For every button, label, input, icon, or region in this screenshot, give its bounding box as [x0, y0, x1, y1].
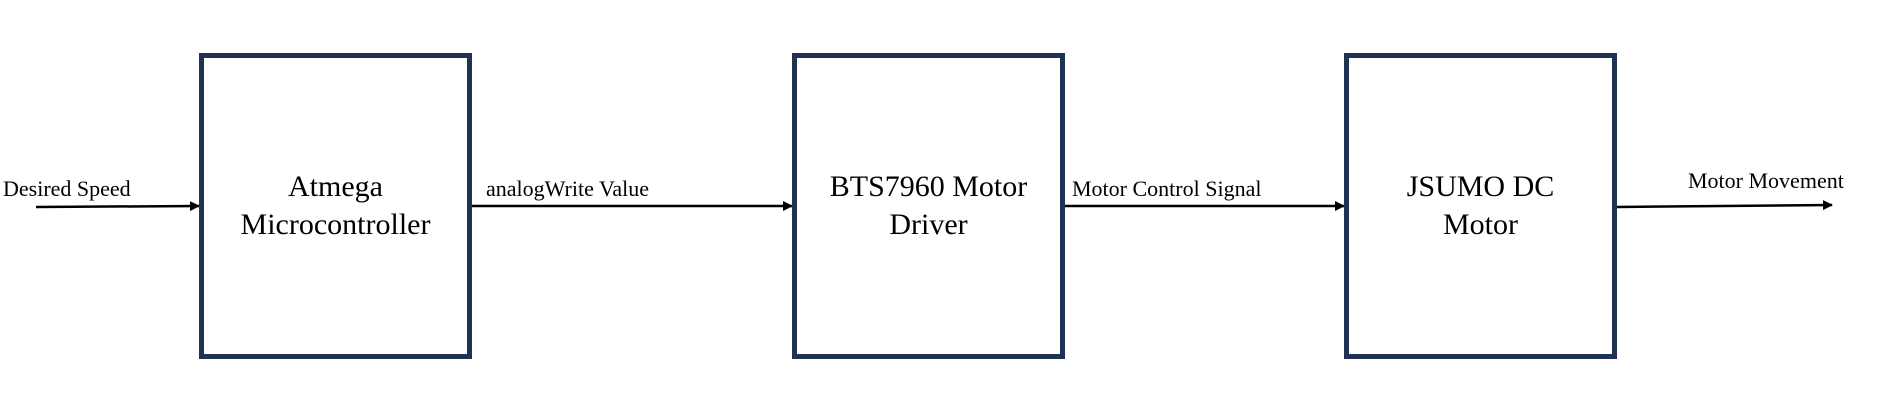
input-arrow: [35, 201, 200, 212]
block-label: Atmega Microcontroller: [204, 168, 467, 244]
bts7960-motor-driver-block: BTS7960 Motor Driver: [792, 53, 1065, 359]
motor-movement-label: Motor Movement: [1688, 168, 1844, 193]
desired-speed-label: Desired Speed: [3, 176, 131, 201]
block-label-line: Motor: [1443, 208, 1518, 241]
block-label-line: JSUMO DC: [1406, 170, 1555, 203]
block-label-line: Microcontroller: [240, 208, 431, 241]
jsumo-dc-motor-block: JSUMO DC Motor: [1344, 53, 1617, 359]
block-label-line: Driver: [889, 208, 968, 241]
analogwrite-value-label: analogWrite Value: [486, 176, 650, 201]
block-label: JSUMO DC Motor: [1349, 168, 1612, 244]
motor-control-signal-label: Motor Control Signal: [1072, 176, 1262, 201]
output-arrow: [1616, 200, 1833, 211]
block-label-line: BTS7960 Motor: [829, 170, 1028, 203]
block-label: BTS7960 Motor Driver: [797, 168, 1060, 244]
atmega-microcontroller-block: Atmega Microcontroller: [199, 53, 472, 359]
block-label-line: Atmega: [288, 170, 383, 203]
